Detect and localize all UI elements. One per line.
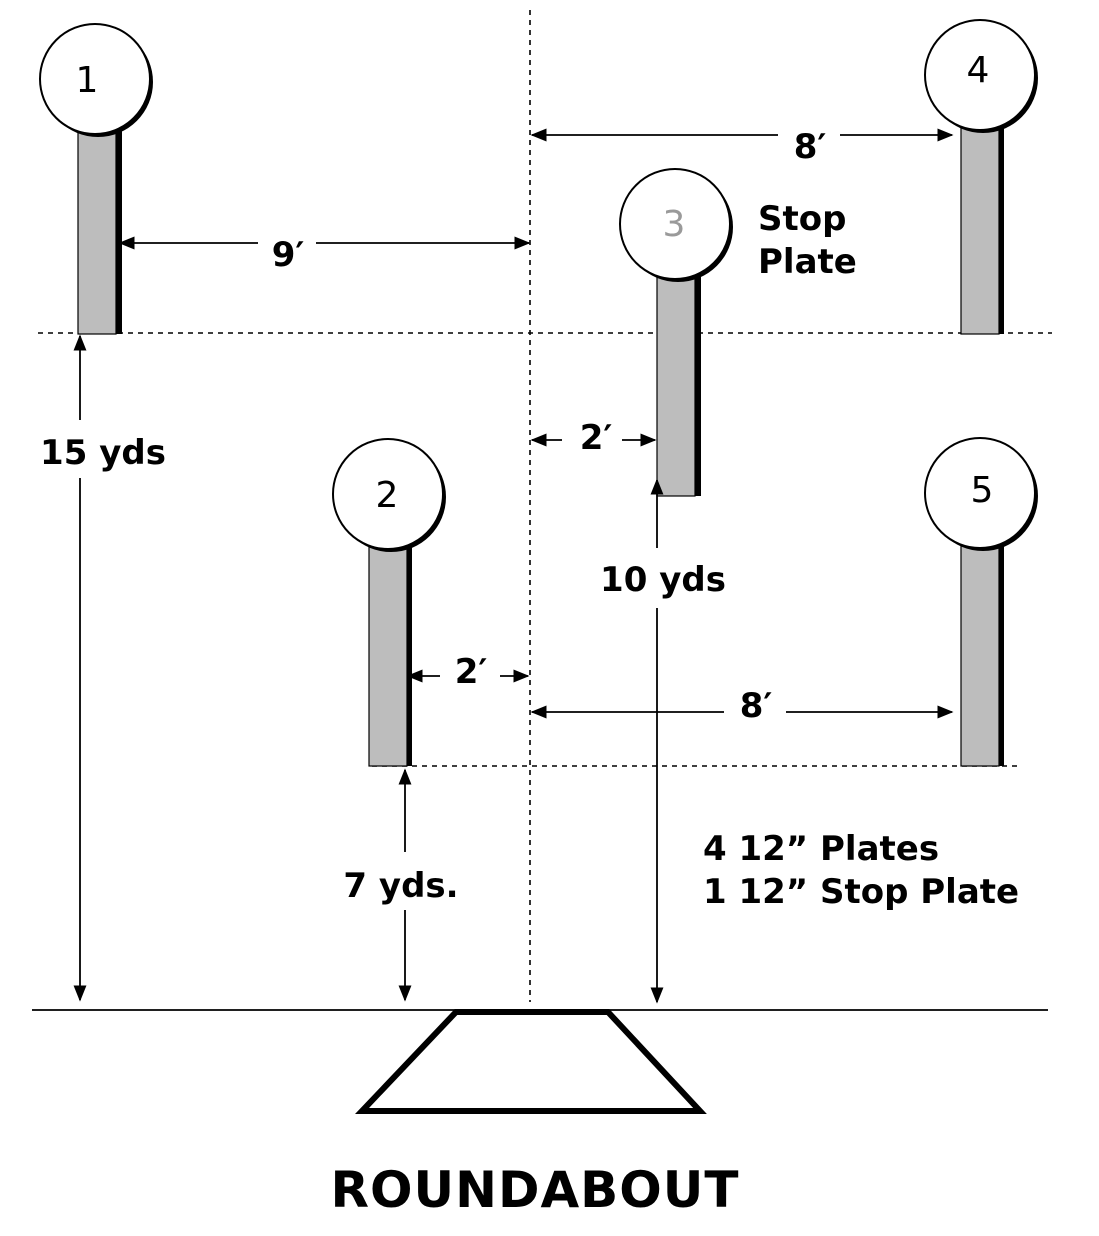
plate-2-number: 2 [376,475,399,516]
dim-8ft-top-label: 8′ [794,127,827,167]
plate-5-post-shadow [998,538,1004,766]
stop-plate-label-line1: Stop [758,199,846,239]
plate-4-post [960,123,1000,335]
plate-1-post-shadow [116,128,122,334]
plate-1: 1 [39,23,153,335]
plate-5: 5 [924,437,1038,767]
plate-2-post-shadow [406,540,412,766]
note-stop-plate: 1 12” Stop Plate [703,872,1019,912]
plate-4-post-shadow [998,124,1004,334]
plate-2-target [332,438,444,550]
plate-5-target [924,437,1036,549]
dim-2ft-upper-label: 2′ [580,418,613,458]
stop-plate-label-line2: Plate [758,242,857,282]
dist-10yds-label: 10 yds [600,560,726,600]
plate-3-post [656,269,696,497]
plate-5-post [960,537,1000,767]
dist-7yds-label: 7 yds. [343,866,458,906]
plate-4-number: 4 [967,50,990,91]
plate-1-target [39,23,151,135]
dist-15yds-label: 15 yds [40,433,166,473]
diagram-title: ROUNDABOUT [331,1161,740,1219]
plate-3-stop: 3 [619,168,733,497]
shooting-box [355,1009,707,1114]
plate-3-number: 3 [663,204,686,245]
plate-4: 4 [924,19,1038,335]
plate-2: 2 [332,438,446,767]
plate-3-target [619,168,731,280]
plate-1-number: 1 [76,60,99,101]
plate-5-number: 5 [971,470,994,511]
plate-1-post [77,127,117,335]
dim-2ft-lower-label: 2′ [455,652,488,692]
plate-4-target [924,19,1036,131]
plate-2-post [368,539,408,767]
dim-9ft-label: 9′ [272,235,305,275]
plate-3-post-shadow [695,270,701,496]
dim-8ft-bottom-label: 8′ [740,686,773,726]
note-plates: 4 12” Plates [703,829,939,869]
